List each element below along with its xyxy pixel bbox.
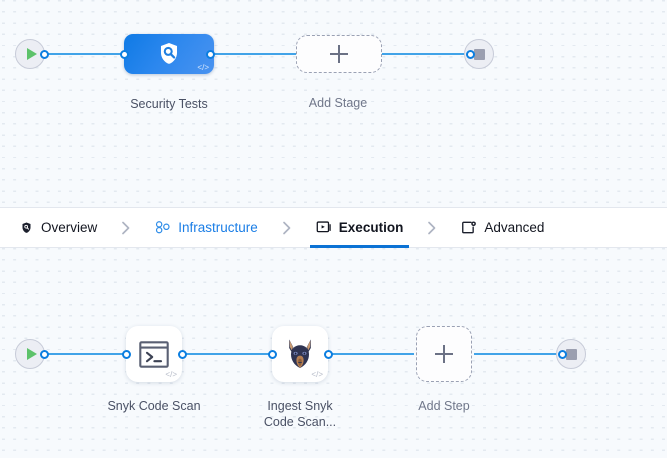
tab-overview[interactable]: Overview bbox=[10, 208, 105, 247]
tabbar-leading-spacer bbox=[0, 208, 10, 247]
window-gear-icon bbox=[461, 220, 477, 236]
tab-infrastructure-label: Infrastructure bbox=[178, 220, 258, 235]
snyk-doberman-icon bbox=[289, 339, 311, 368]
stage-node-security-tests-out-port[interactable] bbox=[205, 49, 215, 59]
step-node-snyk-code-scan-label: Snyk Code Scan bbox=[107, 399, 201, 413]
tab-separator-1 bbox=[105, 208, 147, 247]
stage-node-security-tests-label: Security Tests bbox=[130, 97, 208, 111]
play-icon bbox=[26, 348, 37, 360]
step-node-ingest-out-port[interactable] bbox=[323, 349, 333, 359]
edge-start-to-security-tests bbox=[40, 53, 128, 55]
pipeline-section-tabs: Overview Infrastructure bbox=[0, 207, 667, 248]
shield-search-icon bbox=[160, 42, 178, 64]
edge-start-to-snyk-code-scan bbox=[40, 353, 130, 355]
tab-separator-2 bbox=[266, 208, 308, 247]
step-node-snyk-code-scan-in-port[interactable] bbox=[121, 349, 131, 359]
plus-icon bbox=[435, 345, 453, 363]
stop-icon bbox=[473, 48, 485, 60]
stage-node-security-tests-in-port[interactable] bbox=[119, 49, 129, 59]
step-node-ingest-snyk-code-scan[interactable]: </> bbox=[272, 326, 328, 382]
stage-end-port[interactable] bbox=[466, 49, 475, 59]
edge-add-stage-to-end bbox=[378, 53, 470, 55]
edge-security-tests-to-add-stage bbox=[210, 53, 302, 55]
terminal-icon bbox=[139, 340, 169, 368]
play-icon bbox=[26, 48, 37, 60]
shield-icon bbox=[18, 220, 34, 236]
stage-canvas[interactable] bbox=[0, 0, 667, 207]
tab-execution[interactable]: Execution bbox=[308, 208, 412, 248]
stage-node-security-tests[interactable]: </> bbox=[124, 34, 214, 74]
plus-icon bbox=[330, 45, 348, 63]
stage-code-badge: </> bbox=[197, 63, 209, 72]
tab-execution-label: Execution bbox=[338, 220, 404, 235]
stop-icon bbox=[565, 348, 577, 360]
step-end-port[interactable] bbox=[558, 349, 567, 359]
nodes-icon bbox=[155, 220, 171, 236]
edge-snyk-code-scan-to-ingest bbox=[183, 353, 273, 355]
edge-ingest-to-add-step bbox=[328, 353, 414, 355]
add-step-button[interactable] bbox=[416, 326, 472, 382]
tab-separator-3 bbox=[411, 208, 453, 247]
step-node-ingest-snyk-code-scan-label: Ingest Snyk Code Scan... bbox=[263, 399, 337, 429]
add-stage-button[interactable] bbox=[296, 35, 382, 73]
step-node-ingest-in-port[interactable] bbox=[267, 349, 277, 359]
edge-add-step-to-end bbox=[474, 353, 562, 355]
add-step-label: Add Step bbox=[418, 399, 470, 413]
tab-advanced-label: Advanced bbox=[484, 220, 545, 235]
step-code-badge: </> bbox=[311, 370, 323, 379]
tab-advanced[interactable]: Advanced bbox=[453, 208, 552, 247]
stage-start-port[interactable] bbox=[40, 49, 49, 59]
step-start-port[interactable] bbox=[40, 349, 49, 359]
step-code-badge: </> bbox=[165, 370, 177, 379]
add-stage-label: Add Stage bbox=[308, 96, 368, 110]
step-node-snyk-code-scan-out-port[interactable] bbox=[177, 349, 187, 359]
tab-overview-label: Overview bbox=[41, 220, 98, 235]
tab-infrastructure[interactable]: Infrastructure bbox=[147, 208, 266, 247]
step-node-snyk-code-scan[interactable]: </> bbox=[126, 326, 182, 382]
play-box-icon bbox=[316, 220, 332, 236]
